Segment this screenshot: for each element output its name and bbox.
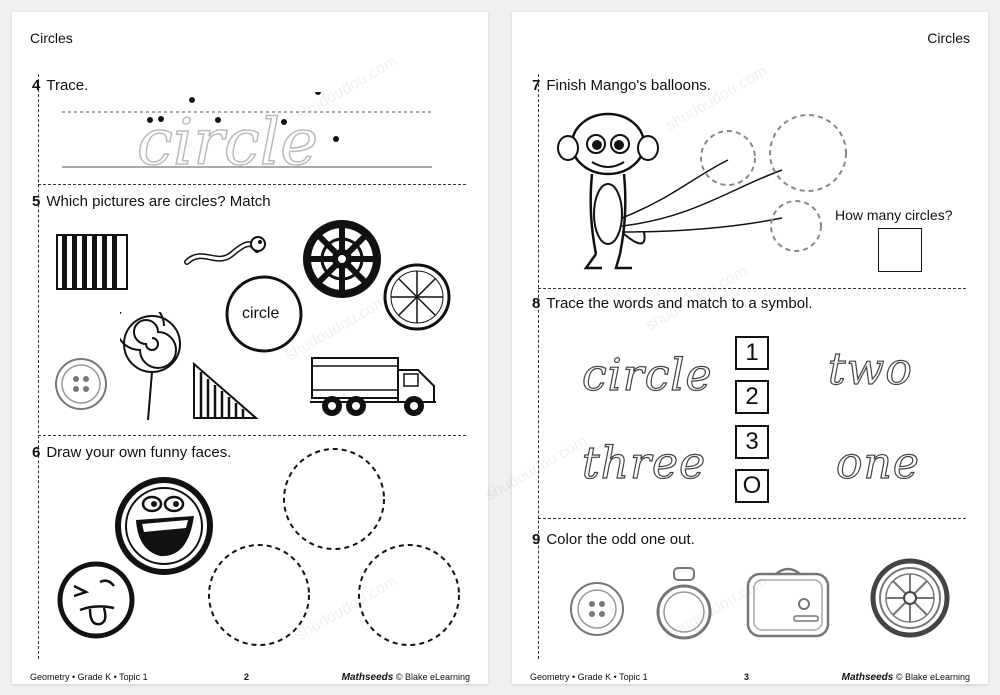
striped-rectangle-picture[interactable] <box>56 234 128 290</box>
footer-topic: Geometry • Grade K • Topic 1 <box>30 672 148 682</box>
question-6: 6 Draw your own funny faces. <box>32 444 231 461</box>
question-9: 9 Color the odd one out. <box>532 531 695 548</box>
symbol-box-1[interactable]: 1 <box>735 336 769 370</box>
section-divider <box>538 288 966 289</box>
question-number: 5 <box>32 193 41 210</box>
question-8: 8 Trace the words and match to a symbol. <box>532 295 813 312</box>
worksheet-page-left: Circles 4 Trace. circle 5 Which pictures a… <box>12 12 488 684</box>
question-number: 9 <box>532 531 541 548</box>
question-7: 7 Finish Mango's balloons. <box>532 77 711 94</box>
question-text: Trace the words and match to a symbol. <box>546 295 813 312</box>
brand-logo: Mathseeds <box>841 672 894 683</box>
section-divider <box>538 518 966 519</box>
brand-logo: Mathseeds <box>341 672 394 683</box>
worm-picture[interactable] <box>182 232 270 272</box>
page-header: Circles <box>927 30 970 46</box>
side-question: How many circles? <box>835 207 953 223</box>
question-number: 8 <box>532 295 541 312</box>
trace-word-two[interactable]: two <box>827 343 913 395</box>
question-text: Color the odd one out. <box>546 531 695 548</box>
question-5: 5 Which pictures are circles? Match <box>32 193 271 210</box>
button-picture[interactable] <box>54 357 108 411</box>
section-divider <box>38 435 466 436</box>
lollipop-picture[interactable] <box>120 312 184 424</box>
laughing-face-picture <box>115 477 213 575</box>
circle-count-answer-box[interactable] <box>878 228 922 272</box>
question-number: 7 <box>532 77 541 94</box>
question-text: Trace. <box>46 77 89 94</box>
question-4: 4 Trace. <box>32 77 88 94</box>
symbol-box-2[interactable]: 2 <box>735 380 769 414</box>
worksheet-page-right: Circles 7 Finish Mango's balloons. How ma… <box>512 12 988 684</box>
balloons-area[interactable] <box>612 108 862 288</box>
dartboard-picture[interactable] <box>301 218 383 300</box>
page-header: Circles <box>30 30 73 46</box>
mango-monkey-picture <box>557 112 659 270</box>
wheel-picture[interactable] <box>870 558 950 638</box>
footer-brand: Mathseeds © Blake eLearning <box>342 672 470 683</box>
ring-picture[interactable] <box>652 564 716 644</box>
orange-slice-picture[interactable] <box>382 262 452 332</box>
page-number: 3 <box>744 672 750 682</box>
truck-picture[interactable] <box>310 352 440 420</box>
section-divider <box>38 184 466 185</box>
silly-face-picture <box>57 561 135 639</box>
trace-area[interactable]: circle <box>52 92 452 187</box>
section-margin-line <box>38 74 39 659</box>
circle-shape-picture[interactable] <box>224 274 304 354</box>
question-number: 6 <box>32 444 41 461</box>
symbol-box-circle[interactable]: O <box>735 469 769 503</box>
section-margin-line <box>538 74 539 659</box>
striped-triangle-picture[interactable] <box>192 362 258 420</box>
trace-word: circle <box>137 106 318 180</box>
trace-word-circle[interactable]: circle <box>581 349 713 401</box>
trace-word-three[interactable]: three <box>581 437 707 489</box>
circle-label: circle <box>242 305 280 322</box>
question-text: Finish Mango's balloons. <box>546 77 711 94</box>
face-drawing-area[interactable] <box>204 447 474 652</box>
question-text: Draw your own funny faces. <box>46 444 232 461</box>
symbol-box-3[interactable]: 3 <box>735 425 769 459</box>
question-number: 4 <box>32 77 41 94</box>
footer-topic: Geometry • Grade K • Topic 1 <box>530 672 648 682</box>
question-text: Which pictures are circles? Match <box>46 193 271 210</box>
trace-word-one[interactable]: one <box>835 437 920 489</box>
button-picture[interactable] <box>568 580 626 638</box>
bag-picture[interactable] <box>742 562 834 642</box>
footer-brand: Mathseeds © Blake eLearning <box>842 672 970 683</box>
copyright-text: © Blake eLearning <box>895 672 970 682</box>
page-number: 2 <box>244 672 250 682</box>
copyright-text: © Blake eLearning <box>395 672 470 682</box>
